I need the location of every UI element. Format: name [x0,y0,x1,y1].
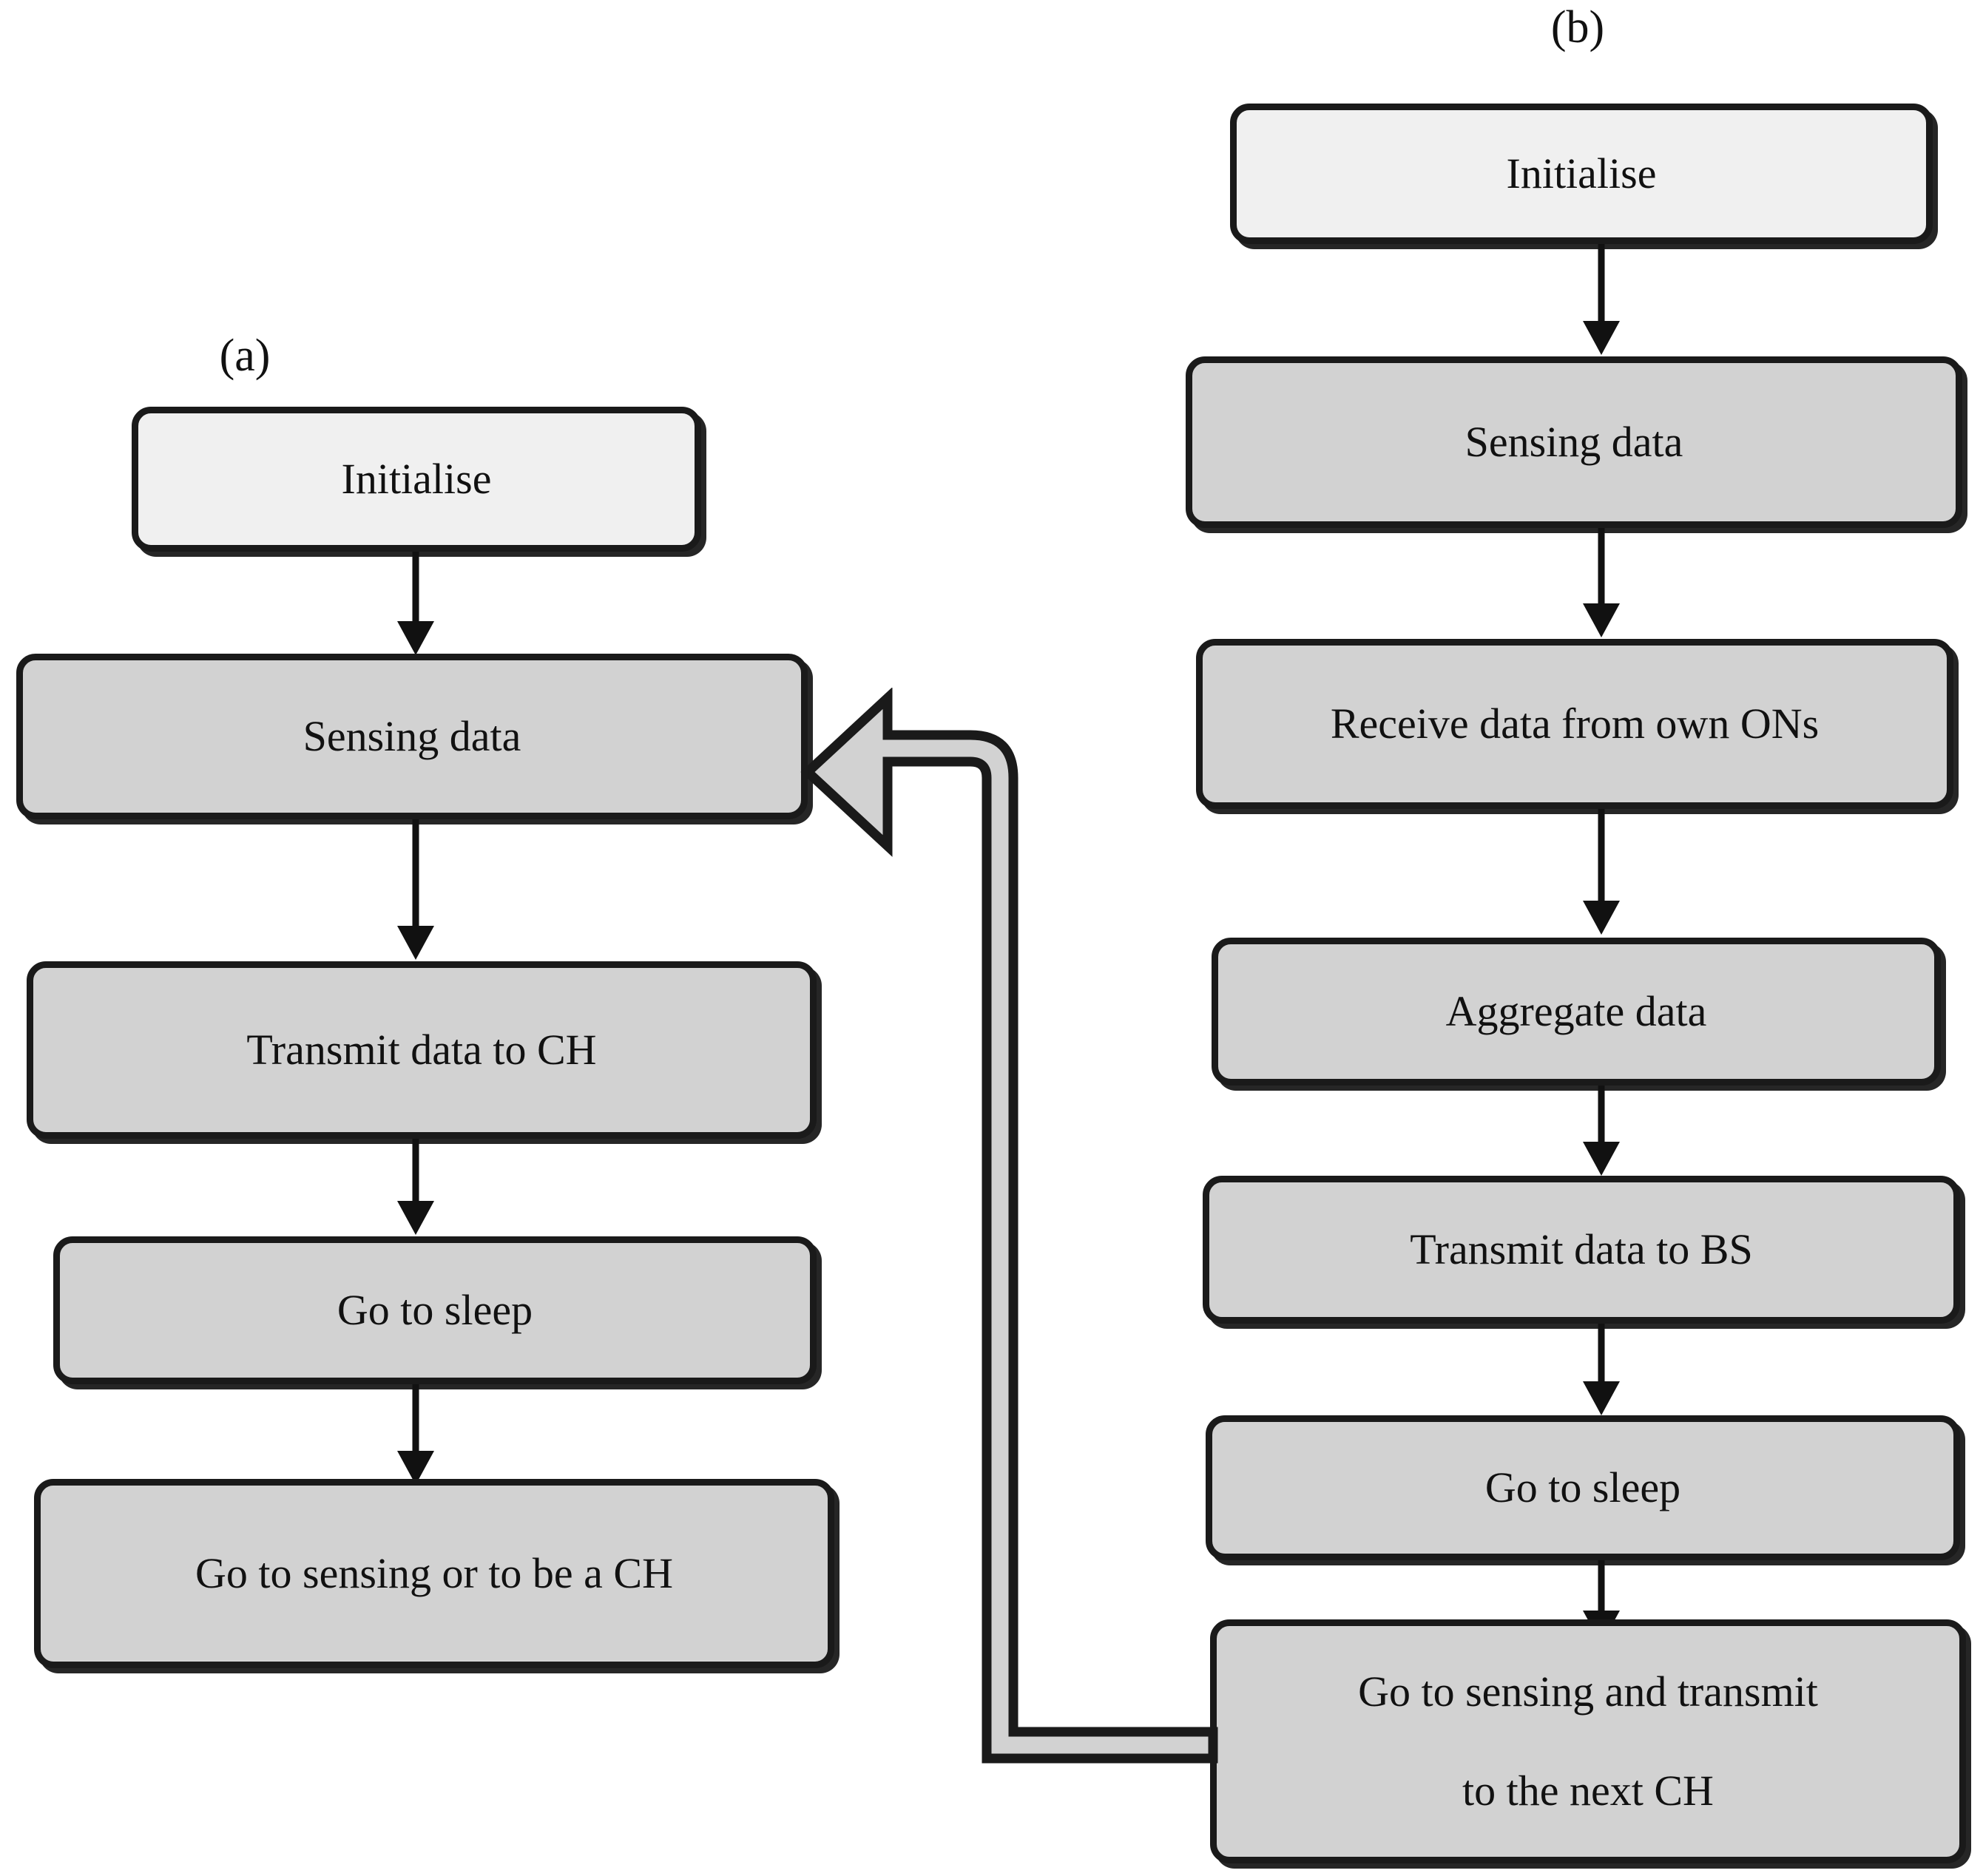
node-b-initialise[interactable]: Initialise [1230,104,1933,244]
edge-a1-a2-shaft [412,552,419,623]
node-a-sensing-data-label: Sensing data [303,712,521,761]
node-b-go-to-sensing-and-transmit[interactable]: Go to sensing and transmit to the next C… [1210,1619,1966,1863]
node-b-go-to-sleep[interactable]: Go to sleep [1206,1415,1960,1560]
edge-a3-a4 [393,1139,438,1235]
edge-a4-a5 [393,1384,438,1485]
node-b-go-to-sensing-and-transmit-label: Go to sensing and transmit to the next C… [1217,1659,1959,1824]
node-a-transmit-data-to-ch[interactable]: Transmit data to CH [27,961,817,1139]
edge-b4-b5-shaft [1598,1086,1605,1143]
node-a-go-to-sensing-or-ch[interactable]: Go to sensing or to be a CH [34,1479,834,1668]
node-a-transmit-data-to-ch-label: Transmit data to CH [246,1026,597,1074]
node-b-go-to-sensing-and-transmit-line2: to the next CH [1462,1767,1714,1815]
edge-a3-a4-shaft [412,1139,419,1202]
node-b-sensing-data-label: Sensing data [1465,418,1683,467]
edge-b1-b2-arrowhead [1583,321,1620,355]
edge-b1-b2-shaft [1598,244,1605,322]
edge-b3-b4-shaft [1598,809,1605,902]
node-b-transmit-data-to-bs-label: Transmit data to BS [1410,1225,1753,1274]
node-b-transmit-data-to-bs[interactable]: Transmit data to BS [1203,1176,1960,1324]
node-a-sensing-data[interactable]: Sensing data [16,654,808,819]
edge-a1-a2 [393,552,438,655]
node-b-go-to-sensing-and-transmit-line1: Go to sensing and transmit [1358,1667,1818,1716]
edge-b5-b6-arrowhead [1583,1381,1620,1415]
node-b-sensing-data[interactable]: Sensing data [1186,356,1962,528]
edge-b5-b6 [1579,1324,1624,1415]
edge-b4-b5-arrowhead [1583,1142,1620,1176]
node-a-go-to-sleep[interactable]: Go to sleep [53,1236,817,1384]
panel-label-b: (b) [1550,2,1605,53]
edge-b2-b3 [1579,528,1624,637]
node-b-aggregate-data[interactable]: Aggregate data [1212,938,1941,1086]
edge-a2-a3-shaft [412,819,419,927]
node-a-initialise[interactable]: Initialise [132,407,701,552]
edge-a4-a5-shaft [412,1384,419,1452]
edge-b3-b4 [1579,809,1624,935]
edge-a2-a3 [393,819,438,960]
edge-a1-a2-arrowhead [397,621,434,655]
panel-label-a: (a) [219,331,271,381]
edge-b1-b2 [1579,244,1624,355]
feedback-loop-arrow [799,688,1257,1767]
edge-b3-b4-arrowhead [1583,901,1620,935]
node-b-initialise-label: Initialise [1506,149,1657,198]
edge-b2-b3-shaft [1598,528,1605,605]
edge-a2-a3-arrowhead [397,926,434,960]
node-a-go-to-sensing-or-ch-label: Go to sensing or to be a CH [195,1549,673,1598]
node-a-initialise-label: Initialise [341,455,492,504]
edge-b2-b3-arrowhead [1583,603,1620,637]
node-b-receive-data-from-own-ons-label: Receive data from own ONs [1330,700,1820,748]
node-b-aggregate-data-label: Aggregate data [1445,987,1707,1036]
edge-b4-b5 [1579,1086,1624,1176]
node-a-go-to-sleep-label: Go to sleep [337,1286,533,1335]
node-b-receive-data-from-own-ons[interactable]: Receive data from own ONs [1196,639,1953,809]
edge-a3-a4-arrowhead [397,1201,434,1235]
node-b-go-to-sleep-label: Go to sleep [1484,1463,1681,1512]
feedback-loop-arrow-path [800,688,1218,1764]
edge-b6-b7-shaft [1598,1560,1605,1612]
edge-b5-b6-shaft [1598,1324,1605,1383]
